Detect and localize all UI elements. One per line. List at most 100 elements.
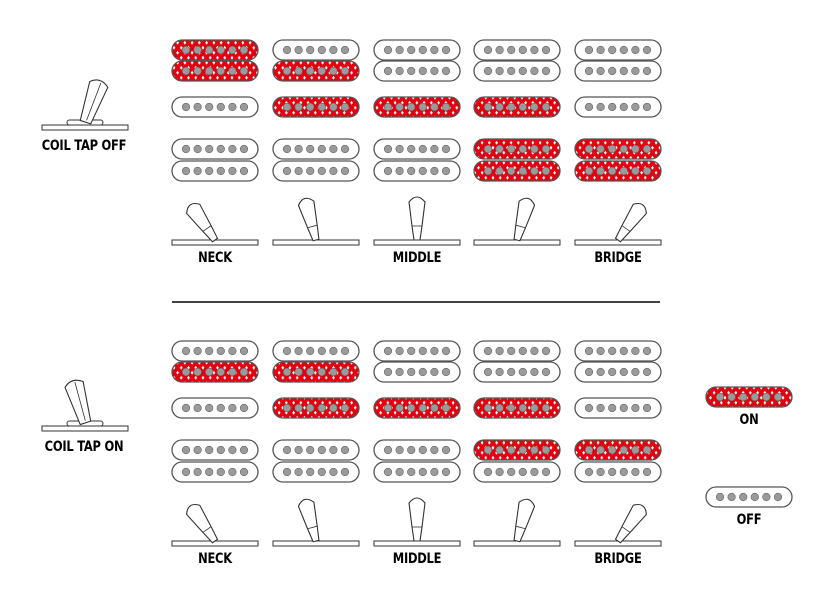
pole-piece-icon bbox=[430, 367, 439, 377]
pole-piece-icon bbox=[483, 367, 493, 377]
pole-piece-icon bbox=[216, 403, 225, 413]
pole-piece-icon bbox=[407, 403, 416, 413]
pole-piece-icon bbox=[495, 346, 504, 356]
pole-piece-icon bbox=[483, 445, 493, 455]
pole-piece-icon bbox=[441, 467, 451, 477]
pole-piece-icon bbox=[228, 66, 237, 76]
pole-piece-icon bbox=[395, 144, 404, 154]
pole-piece-icon bbox=[383, 102, 393, 112]
pole-piece-icon bbox=[306, 367, 315, 377]
pole-piece-icon bbox=[282, 403, 292, 413]
pole-piece-icon bbox=[495, 445, 504, 455]
legend-on-swatch bbox=[705, 386, 793, 408]
pole-piece-icon bbox=[495, 166, 504, 176]
pole-piece-icon bbox=[282, 102, 292, 112]
pole-piece-icon bbox=[596, 346, 605, 356]
pole-piece-icon bbox=[530, 467, 539, 477]
pole-piece-icon bbox=[441, 45, 451, 55]
pole-piece-icon bbox=[507, 45, 516, 55]
pole-piece-icon bbox=[383, 445, 393, 455]
pole-piece-icon bbox=[727, 492, 736, 502]
pole-piece-icon bbox=[317, 403, 326, 413]
pole-piece-icon bbox=[441, 166, 451, 176]
pole-piece-icon bbox=[205, 102, 214, 112]
pole-piece-icon bbox=[584, 467, 594, 477]
pole-piece-icon bbox=[306, 66, 315, 76]
pole-piece-icon bbox=[383, 367, 393, 377]
pole-piece-icon bbox=[340, 445, 350, 455]
pole-piece-icon bbox=[228, 102, 237, 112]
bridge-coil-bottom bbox=[473, 461, 561, 483]
pole-piece-icon bbox=[407, 445, 416, 455]
pole-piece-icon bbox=[329, 166, 338, 176]
pole-piece-icon bbox=[430, 403, 439, 413]
pole-piece-icon bbox=[205, 467, 214, 477]
pole-piece-icon bbox=[619, 144, 628, 154]
pole-piece-icon bbox=[495, 66, 504, 76]
pole-piece-icon bbox=[608, 102, 617, 112]
bridge-coil-bottom bbox=[272, 461, 360, 483]
pole-piece-icon bbox=[518, 403, 527, 413]
pole-piece-icon bbox=[596, 367, 605, 377]
pole-piece-icon bbox=[294, 45, 303, 55]
pole-piece-icon bbox=[418, 403, 427, 413]
neck-coil-bottom bbox=[574, 361, 662, 383]
pole-piece-icon bbox=[317, 166, 326, 176]
legend-off-label: OFF bbox=[736, 512, 762, 528]
pole-piece-icon bbox=[619, 403, 628, 413]
selector-switch-icon bbox=[171, 202, 259, 246]
pole-piece-icon bbox=[418, 166, 427, 176]
middle-pickup bbox=[574, 96, 662, 118]
pole-piece-icon bbox=[483, 403, 493, 413]
pole-piece-icon bbox=[530, 346, 539, 356]
bridge-coil-bottom bbox=[272, 160, 360, 182]
pole-piece-icon bbox=[306, 45, 315, 55]
pole-piece-icon bbox=[762, 392, 771, 402]
pole-piece-icon bbox=[596, 403, 605, 413]
pole-piece-icon bbox=[430, 66, 439, 76]
pole-piece-icon bbox=[193, 367, 202, 377]
pole-piece-icon bbox=[395, 102, 404, 112]
pole-piece-icon bbox=[294, 166, 303, 176]
pole-piece-icon bbox=[395, 467, 404, 477]
pole-piece-icon bbox=[530, 66, 539, 76]
pole-piece-icon bbox=[306, 144, 315, 154]
pole-piece-icon bbox=[294, 467, 303, 477]
neck-coil-bottom bbox=[272, 361, 360, 383]
pole-piece-icon bbox=[773, 392, 783, 402]
pole-piece-icon bbox=[530, 403, 539, 413]
neck-coil-top bbox=[272, 340, 360, 362]
pole-piece-icon bbox=[383, 403, 393, 413]
pole-piece-icon bbox=[340, 102, 350, 112]
bridge-coil-bottom bbox=[373, 461, 461, 483]
pole-piece-icon bbox=[530, 367, 539, 377]
middle-pickup bbox=[272, 397, 360, 419]
pole-piece-icon bbox=[483, 66, 493, 76]
pole-piece-icon bbox=[216, 346, 225, 356]
pole-piece-icon bbox=[181, 45, 191, 55]
pole-piece-icon bbox=[584, 102, 594, 112]
pole-piece-icon bbox=[317, 102, 326, 112]
pole-piece-icon bbox=[584, 45, 594, 55]
middle-pickup bbox=[373, 397, 461, 419]
pole-piece-icon bbox=[483, 144, 493, 154]
pole-piece-icon bbox=[383, 467, 393, 477]
pole-piece-icon bbox=[340, 45, 350, 55]
pole-piece-icon bbox=[631, 367, 640, 377]
pole-piece-icon bbox=[205, 45, 214, 55]
legend-on-label: ON bbox=[739, 412, 759, 428]
pole-piece-icon bbox=[495, 45, 504, 55]
neck-coil-top bbox=[373, 340, 461, 362]
pole-piece-icon bbox=[407, 367, 416, 377]
position-label: BRIDGE bbox=[594, 250, 642, 266]
pole-piece-icon bbox=[205, 403, 214, 413]
pole-piece-icon bbox=[530, 45, 539, 55]
pole-piece-icon bbox=[228, 403, 237, 413]
neck-coil-bottom bbox=[171, 361, 259, 383]
pole-piece-icon bbox=[518, 144, 527, 154]
pole-piece-icon bbox=[541, 45, 551, 55]
pole-piece-icon bbox=[608, 346, 617, 356]
bridge-coil-top bbox=[574, 138, 662, 160]
pole-piece-icon bbox=[418, 45, 427, 55]
